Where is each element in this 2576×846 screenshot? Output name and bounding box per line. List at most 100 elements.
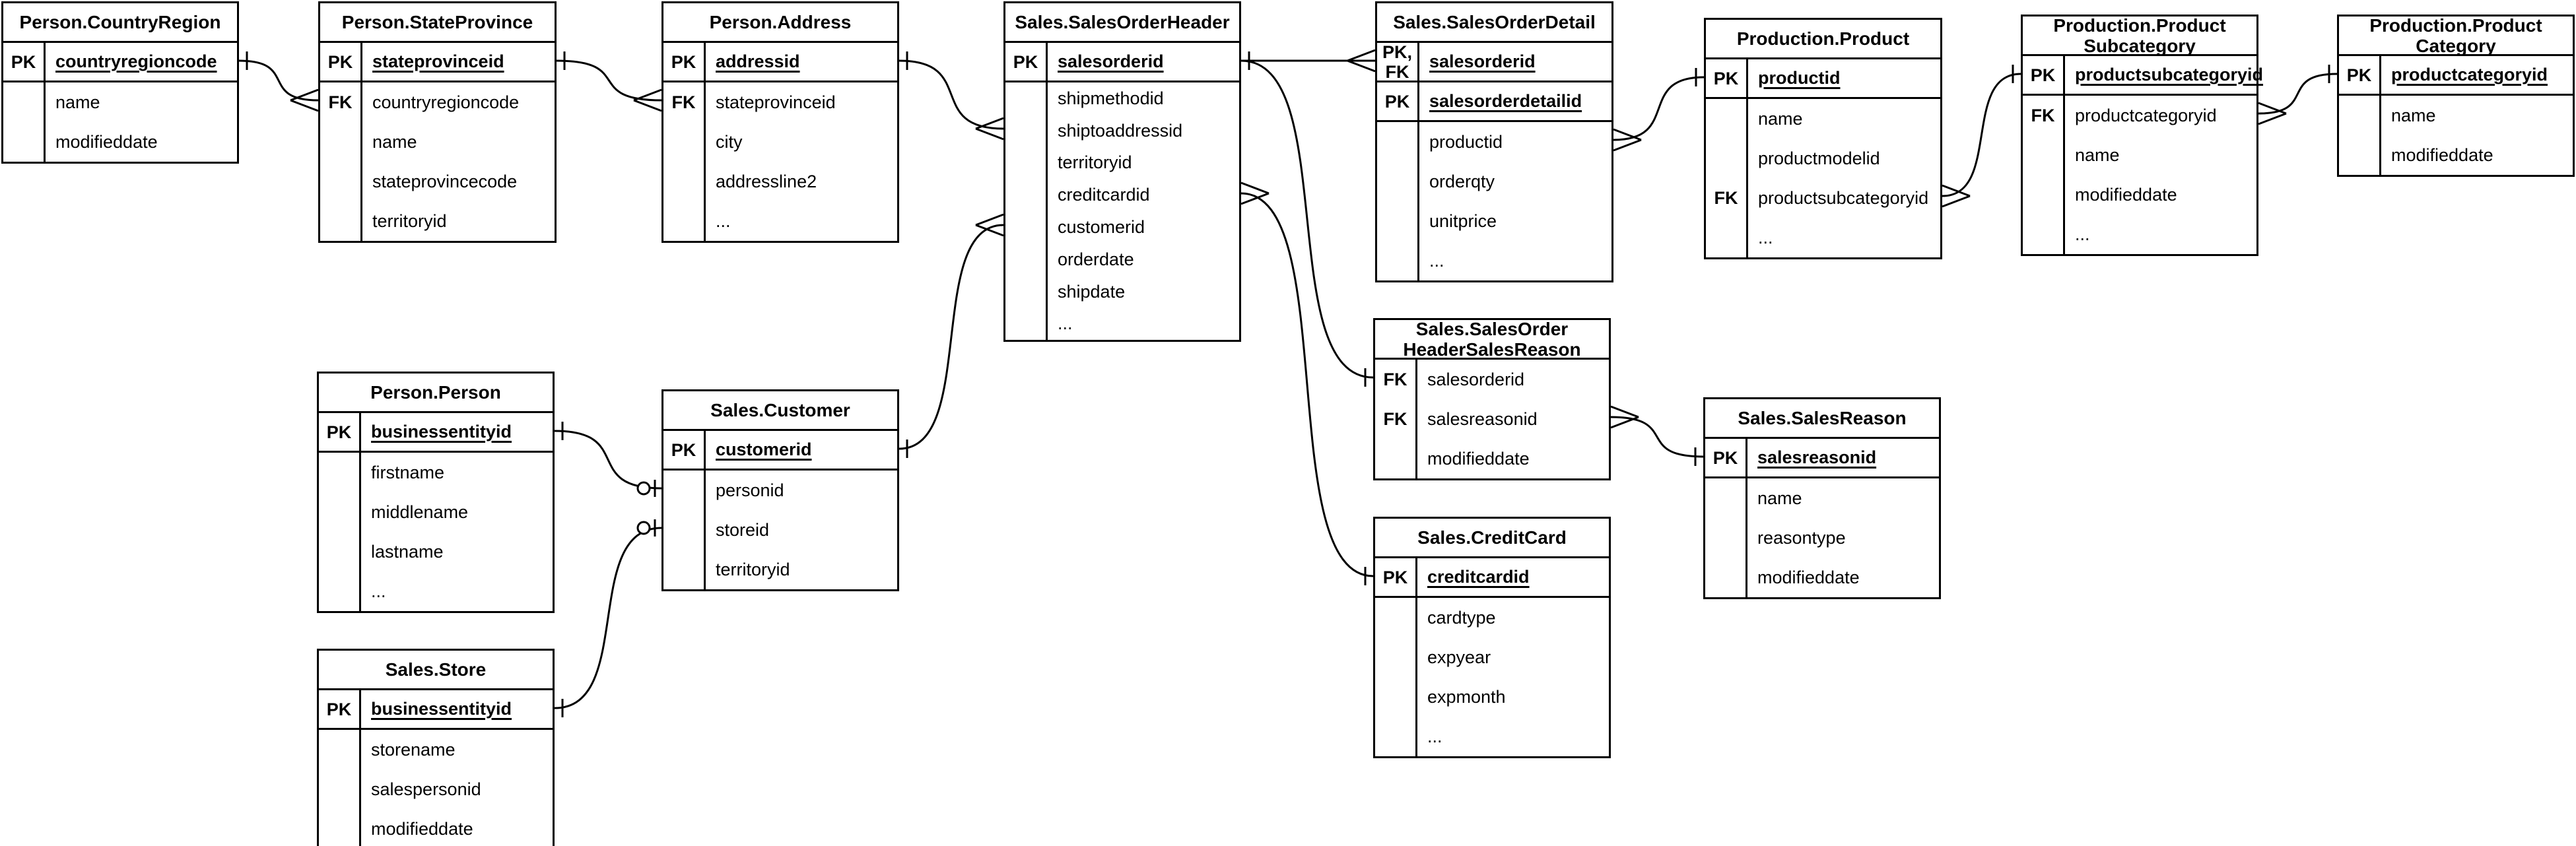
attribute-name: lastname <box>371 541 444 562</box>
entity-title: Sales.SalesReason <box>1705 399 1939 439</box>
attribute-name: countryregioncode <box>372 92 520 112</box>
attribute-row: cardtype <box>1375 598 1609 637</box>
attribute-name: ... <box>2075 224 2090 244</box>
key-tag-cell <box>1706 99 1748 139</box>
key-tag-cell <box>1005 308 1048 341</box>
attribute-row: modifieddate <box>319 809 553 846</box>
attribute-name: customerid <box>1058 217 1145 238</box>
attribute-row: orderdate <box>1005 243 1239 276</box>
key-tag-cell <box>1005 114 1048 147</box>
attribute-name: reasontype <box>1757 527 1846 548</box>
attribute-name: expyear <box>1427 647 1491 667</box>
entity-title: Production.Product Subcategory <box>2023 15 2256 56</box>
key-field-name: businessentityid <box>371 422 512 441</box>
attribute-name: stateprovincecode <box>372 171 518 191</box>
attribute-row: name <box>1706 99 1940 139</box>
attribute-row: personid <box>663 471 897 510</box>
key-tag-cell: PK, FK <box>1377 42 1419 82</box>
key-field-name: salesreasonid <box>1757 447 1877 467</box>
attribute-row: territoryid <box>320 201 555 241</box>
key-tag-cell: PK <box>319 690 361 728</box>
attribute-row: ... <box>1377 241 1611 280</box>
key-tag-cell <box>663 162 706 201</box>
attribute-row: territoryid <box>1005 146 1239 179</box>
entity-title: Sales.Customer <box>663 391 897 431</box>
key-tag-cell <box>320 122 362 162</box>
key-field-name: creditcardid <box>1427 567 1530 587</box>
attribute-name: expmonth <box>1427 686 1506 707</box>
attribute-name: personid <box>716 480 784 500</box>
key-tag-cell <box>319 809 361 846</box>
attribute-row: city <box>663 122 897 162</box>
key-field-row: PK salesorderdetailid <box>1377 82 1611 122</box>
attribute-name: middlename <box>371 502 469 522</box>
key-tag-cell <box>1005 211 1048 244</box>
attribute-name: productmodelid <box>1758 148 1880 168</box>
attribute-name: name <box>1758 108 1803 129</box>
attribute-row: firstname <box>319 453 553 492</box>
key-tag-cell <box>663 471 706 510</box>
key-tag-cell <box>1375 677 1417 717</box>
key-tag-cell <box>1005 275 1048 308</box>
attribute-name: modifieddate <box>1427 448 1530 469</box>
attribute-name: shiptoaddressid <box>1058 120 1183 141</box>
key-tag-cell <box>319 492 361 532</box>
key-tag-cell <box>2023 135 2065 175</box>
key-field-name: customerid <box>716 439 812 459</box>
key-tag-cell: FK <box>2023 96 2065 135</box>
key-tag-cell: PK <box>1377 82 1419 120</box>
key-field-name: salesorderid <box>1429 51 1536 71</box>
key-tag-cell <box>2023 214 2065 254</box>
key-tag-cell <box>319 453 361 492</box>
entity-title: Person.CountryRegion <box>3 3 237 43</box>
attribute-row: name <box>3 82 237 122</box>
key-tag-cell: FK <box>1375 399 1417 439</box>
entity-title: Production.Product Category <box>2339 15 2573 56</box>
key-tag-cell: FK <box>1375 360 1417 399</box>
attribute-name: creditcardid <box>1058 185 1150 205</box>
attribute-name: orderqty <box>1429 171 1495 191</box>
attribute-row: creditcardid <box>1005 179 1239 212</box>
attribute-row: modifieddate <box>2023 175 2256 214</box>
attribute-row: modifieddate <box>1705 558 1939 597</box>
attribute-row: ... <box>663 201 897 241</box>
key-field-name: businessentityid <box>371 699 512 719</box>
key-field-name: stateprovinceid <box>372 51 504 71</box>
attribute-name: ... <box>716 211 731 231</box>
attribute-row: addressline2 <box>663 162 897 201</box>
key-tag-cell <box>3 122 46 162</box>
attribute-row: modifieddate <box>1375 439 1609 478</box>
key-tag-cell <box>2023 175 2065 214</box>
attribute-row: shipdate <box>1005 275 1239 308</box>
key-field-name: productid <box>1758 68 1841 88</box>
key-tag-cell: FK <box>663 82 706 122</box>
attribute-name: modifieddate <box>371 818 473 839</box>
key-field-name: salesorderdetailid <box>1429 91 1582 111</box>
attribute-name: productid <box>1429 131 1503 152</box>
key-tag-cell <box>2339 135 2381 175</box>
attribute-row: ... <box>319 571 553 611</box>
key-tag-cell: PK <box>663 43 706 81</box>
key-tag-cell <box>1706 218 1748 257</box>
key-field-name: productsubcategoryid <box>2075 65 2264 84</box>
key-field-row: PK, FK salesorderid <box>1377 42 1611 82</box>
attribute-name: orderdate <box>1058 249 1134 269</box>
attribute-row: salespersonid <box>319 769 553 809</box>
attribute-name: storeid <box>716 519 770 540</box>
attribute-row: ... <box>1375 717 1609 756</box>
key-tag-cell: PK <box>663 431 706 469</box>
attribute-name: modifieddate <box>2391 145 2493 165</box>
attribute-row: middlename <box>319 492 553 532</box>
entity-title: Sales.SalesOrderHeader <box>1005 3 1239 43</box>
attribute-row: ... <box>1005 308 1239 341</box>
